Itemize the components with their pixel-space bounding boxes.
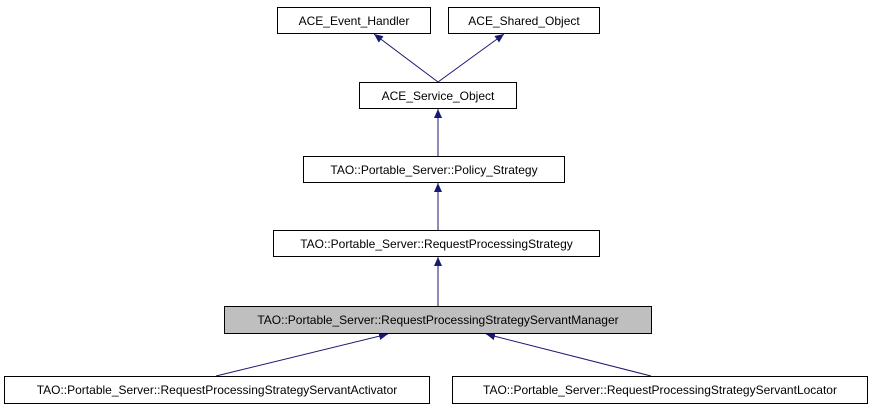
class-box-request-processing-strategy-servant-locator[interactable]: TAO::Portable_Server::RequestProcessingS… bbox=[452, 376, 868, 404]
class-box-policy-strategy[interactable]: TAO::Portable_Server::Policy_Strategy bbox=[303, 156, 565, 183]
class-box-label: ACE_Event_Handler bbox=[298, 13, 410, 28]
class-box-label: ACE_Service_Object bbox=[381, 88, 495, 103]
class-box-ace-event-handler[interactable]: ACE_Event_Handler bbox=[277, 7, 431, 34]
inheritance-arrow bbox=[373, 33, 439, 83]
class-box-request-processing-strategy-servant-activator[interactable]: TAO::Portable_Server::RequestProcessingS… bbox=[4, 376, 430, 404]
class-box-label: TAO::Portable_Server::Policy_Strategy bbox=[330, 162, 538, 177]
inheritance-arrow bbox=[215, 332, 389, 377]
class-box-ace-service-object[interactable]: ACE_Service_Object bbox=[359, 82, 517, 109]
class-box-label: TAO::Portable_Server::RequestProcessingS… bbox=[36, 383, 398, 397]
class-box-label: TAO::Portable_Server::RequestProcessingS… bbox=[483, 383, 837, 397]
class-box-request-processing-strategy-servant-manager[interactable]: TAO::Portable_Server::RequestProcessingS… bbox=[224, 306, 652, 334]
class-box-request-processing-strategy[interactable]: TAO::Portable_Server::RequestProcessingS… bbox=[273, 230, 600, 257]
inheritance-arrow bbox=[485, 332, 652, 377]
class-box-label: TAO::Portable_Server::RequestProcessingS… bbox=[300, 236, 573, 251]
inheritance-arrow bbox=[437, 33, 505, 83]
class-box-label: TAO::Portable_Server::RequestProcessingS… bbox=[257, 313, 619, 327]
class-box-label: ACE_Shared_Object bbox=[468, 13, 580, 28]
class-box-ace-shared-object[interactable]: ACE_Shared_Object bbox=[448, 7, 600, 34]
